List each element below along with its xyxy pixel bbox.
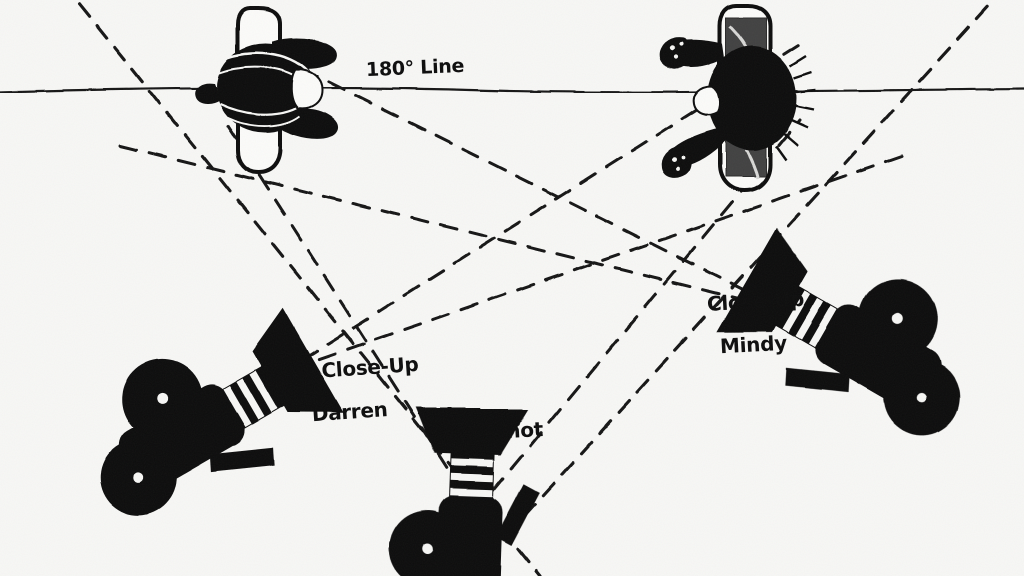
label-close-up-mindy-line1: Close-Up	[706, 286, 805, 316]
label-close-up-darren-line1: Close-Up	[320, 351, 420, 383]
label-close-up-mindy: Close-Up Mindy	[679, 267, 809, 403]
label-close-up-darren: Close-Up Darren	[293, 332, 426, 470]
label-close-up-mindy-line2: Mindy	[719, 330, 788, 359]
label-180-line: 180° Line	[365, 54, 465, 82]
label-close-up-darren-line2: Darren	[310, 396, 389, 427]
